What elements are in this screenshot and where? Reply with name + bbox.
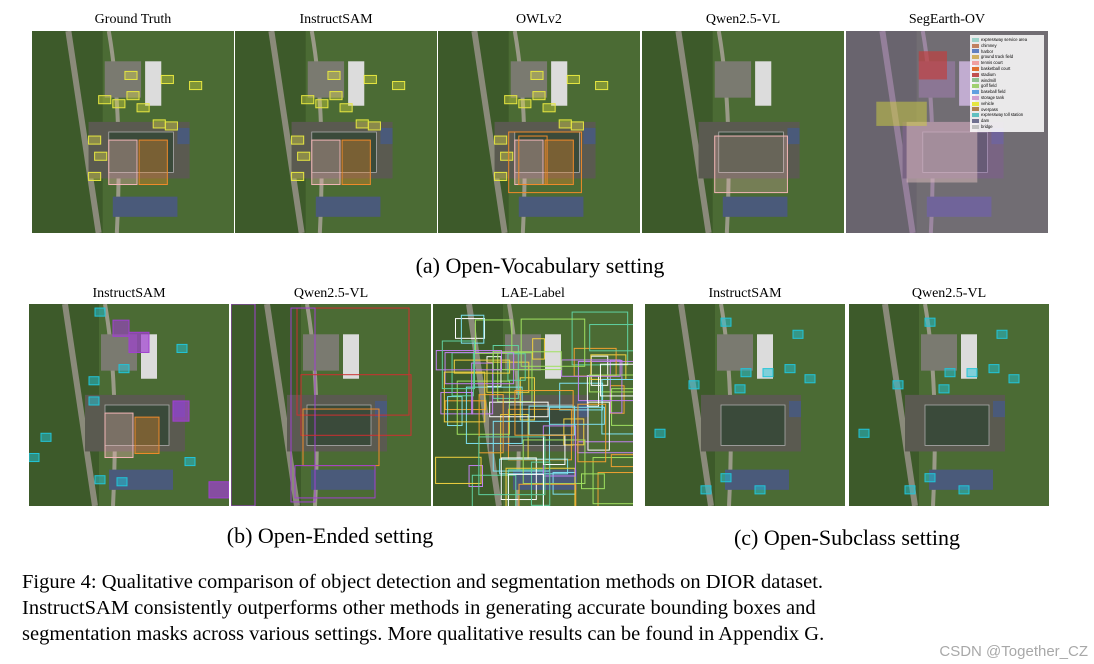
panel-qwen-c — [849, 304, 1049, 506]
panel-owlv2 — [438, 31, 640, 233]
segearth-legend: expressway service areachimneyharborgrou… — [970, 35, 1044, 132]
legend-item: bridge — [972, 124, 1042, 130]
panel-qwen-b — [231, 304, 431, 506]
label-qwen-c: Qwen2.5-VL — [849, 286, 1049, 302]
caption-open-subclass: (c) Open-Subclass setting — [697, 525, 997, 551]
caption-line-1: Figure 4: Qualitative comparison of obje… — [22, 569, 1082, 595]
panel-instructsam-b — [29, 304, 229, 506]
caption-line-3: segmentation masks across various settin… — [22, 621, 1082, 647]
panel-segearth: expressway service areachimneyharborgrou… — [846, 31, 1048, 233]
label-instructsam-c: InstructSAM — [645, 286, 845, 302]
panel-lae-label — [433, 304, 633, 506]
label-qwen-a: Qwen2.5-VL — [642, 12, 844, 28]
caption-open-ended: (b) Open-Ended setting — [180, 523, 480, 549]
caption-line-2: InstructSAM consistently outperforms oth… — [22, 595, 1082, 621]
panel-instructsam-a — [235, 31, 437, 233]
label-lae-label: LAE-Label — [433, 286, 633, 302]
figure-caption: Figure 4: Qualitative comparison of obje… — [22, 569, 1082, 647]
caption-open-vocabulary: (a) Open-Vocabulary setting — [340, 253, 740, 279]
label-owlv2: OWLv2 — [438, 12, 640, 28]
label-ground-truth: Ground Truth — [32, 12, 234, 28]
panel-ground-truth — [32, 31, 234, 233]
label-qwen-b: Qwen2.5-VL — [231, 286, 431, 302]
panel-instructsam-c — [645, 304, 845, 506]
label-instructsam-b: InstructSAM — [29, 286, 229, 302]
watermark: CSDN @Together_CZ — [939, 643, 1088, 660]
label-instructsam-a: InstructSAM — [235, 12, 437, 28]
label-segearth: SegEarth-OV — [846, 12, 1048, 28]
panel-qwen-a — [642, 31, 844, 233]
